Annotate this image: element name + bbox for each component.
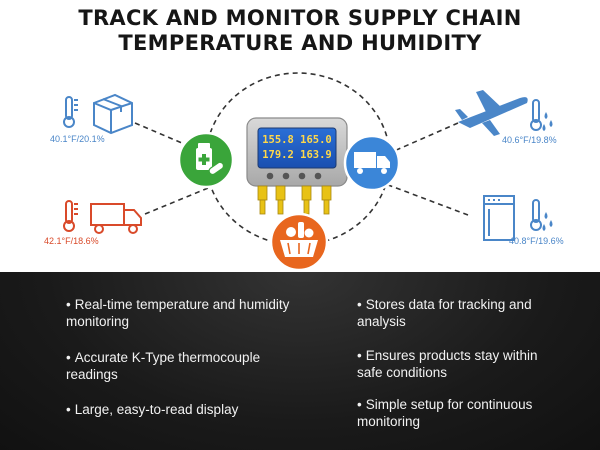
feature-item: •Ensures products stay within safe condi… [357,347,557,381]
freezer-icon [483,195,553,241]
display-row-2: 179.2 163.9 [262,149,332,161]
feature-item: •Accurate K-Type thermocouple readings [66,349,296,383]
feature-item: •Simple setup for continuous monitoring [357,396,557,430]
food-basket-icon [269,212,329,272]
feature-text: Large, easy-to-read display [74,402,239,417]
plane-reading: 40.6°F/19.8% [502,135,557,145]
medicine-bottle-icon [177,131,235,189]
feature-text: Simple setup for continuous monitoring [357,397,533,429]
box-icon [63,93,133,135]
title-line-1: TRACK AND MONITOR SUPPLY CHAIN [78,6,522,30]
thermometer-device: 155.8 165.0 179.2 163.9 [246,117,348,215]
truck-icon [63,200,142,234]
features-panel: •Real-time temperature and humidity moni… [0,272,600,450]
bullet: • [66,297,71,312]
bullet: • [357,297,362,312]
display-row-1: 155.8 165.0 [262,134,332,146]
freezer-reading: 40.8°F/19.6% [509,236,564,246]
title-line-2: TEMPERATURE AND HUMIDITY [118,31,482,55]
bullet: • [66,402,71,417]
feature-text: Ensures products stay within safe condit… [357,348,538,380]
bullet: • [357,348,362,363]
feature-item: •Large, easy-to-read display [66,401,296,418]
feature-item: •Real-time temperature and humidity moni… [66,296,296,330]
box-reading: 40.1°F/20.1% [50,134,105,144]
feature-text: Accurate K-Type thermocouple readings [66,350,261,382]
airplane-icon [455,90,553,136]
feature-text: Real-time temperature and humidity monit… [66,297,290,329]
bullet: • [66,350,71,365]
feature-text: Stores data for tracking and analysis [357,297,532,329]
delivery-truck-icon [343,134,401,192]
truck-reading: 42.1°F/18.6% [44,236,99,246]
page-title: TRACK AND MONITOR SUPPLY CHAIN TEMPERATU… [0,6,600,56]
feature-item: •Stores data for tracking and analysis [357,296,557,330]
supply-chain-diagram: 155.8 165.0 179.2 163.9 [63,72,553,272]
bullet: • [357,397,362,412]
